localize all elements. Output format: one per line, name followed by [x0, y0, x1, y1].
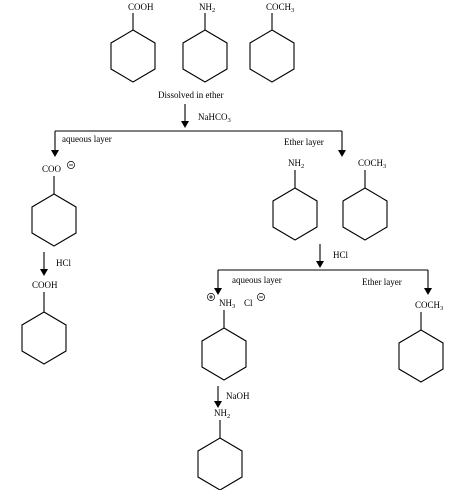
- acetophenone-ether: COCH3: [342, 158, 388, 241]
- label-cooh-top: COOH: [128, 2, 154, 12]
- anilinium-chloride: NH3 Cl: [201, 293, 265, 381]
- label-ether-1: Ether layer: [284, 137, 324, 147]
- aniline-final: NH2: [197, 408, 243, 490]
- acetophenone-top: COCH3: [249, 2, 295, 83]
- ring-ketone-final: [398, 329, 444, 383]
- label-nh2-final: NH2: [214, 408, 230, 420]
- label-dissolved: Dissolved in ether: [158, 90, 224, 100]
- label-nh2-top: NH2: [199, 2, 215, 14]
- benzoic-acid-top: COOH: [110, 2, 156, 83]
- label-naoh: NaOH: [226, 391, 250, 401]
- split1-left-head: [51, 150, 59, 157]
- ring-amine-ether: [272, 187, 318, 241]
- label-coch3-ether: COCH3: [358, 158, 386, 170]
- positive-charge-icon: [207, 293, 215, 301]
- ring-amine-final: [197, 437, 243, 490]
- aniline-ether: NH2: [272, 158, 318, 241]
- ring-anilinium: [201, 327, 247, 381]
- negative-charge-icon: [67, 161, 75, 169]
- benzoic-acid-product: COOH: [21, 280, 67, 365]
- label-ether-2: Ether layer: [362, 277, 402, 287]
- label-nh3: NH3: [219, 298, 235, 310]
- arrow-hcl-left-head: [40, 269, 48, 276]
- ring-ketone-ether: [342, 187, 388, 241]
- negative-charge-icon-cl: [257, 293, 265, 301]
- split2-right-head: [424, 288, 432, 295]
- aniline-top: NH2: [182, 2, 228, 83]
- label-aqueous-2: aqueous layer: [232, 275, 282, 285]
- split2-left-head: [214, 288, 222, 295]
- ring-ketone-top: [249, 29, 295, 83]
- arrow-hcl-right-head: [316, 261, 324, 268]
- ring-benzoate: [31, 193, 77, 247]
- ring-acid-top: [110, 29, 156, 83]
- label-nahco3: NaHCO3: [198, 112, 231, 124]
- label-coch3-final: COCH3: [415, 300, 443, 312]
- label-nh2-ether: NH2: [288, 158, 304, 170]
- label-hcl-left: HCl: [56, 258, 72, 268]
- arrow-naoh-head: [214, 401, 222, 408]
- benzoate-ion: COO: [31, 161, 77, 247]
- acetophenone-final: COCH3: [398, 300, 444, 383]
- label-coo: COO: [42, 164, 62, 174]
- label-cooh-product: COOH: [32, 280, 58, 290]
- label-coch3-top: COCH3: [266, 2, 294, 14]
- split1-right-head: [338, 150, 346, 157]
- ring-amine-top: [182, 29, 228, 83]
- label-hcl-right: HCl: [333, 250, 349, 260]
- ring-acid-product: [21, 311, 67, 365]
- label-aqueous-1: aqueous layer: [62, 134, 112, 144]
- label-cl: Cl: [244, 298, 253, 308]
- arrow-nahco3-head: [181, 121, 189, 128]
